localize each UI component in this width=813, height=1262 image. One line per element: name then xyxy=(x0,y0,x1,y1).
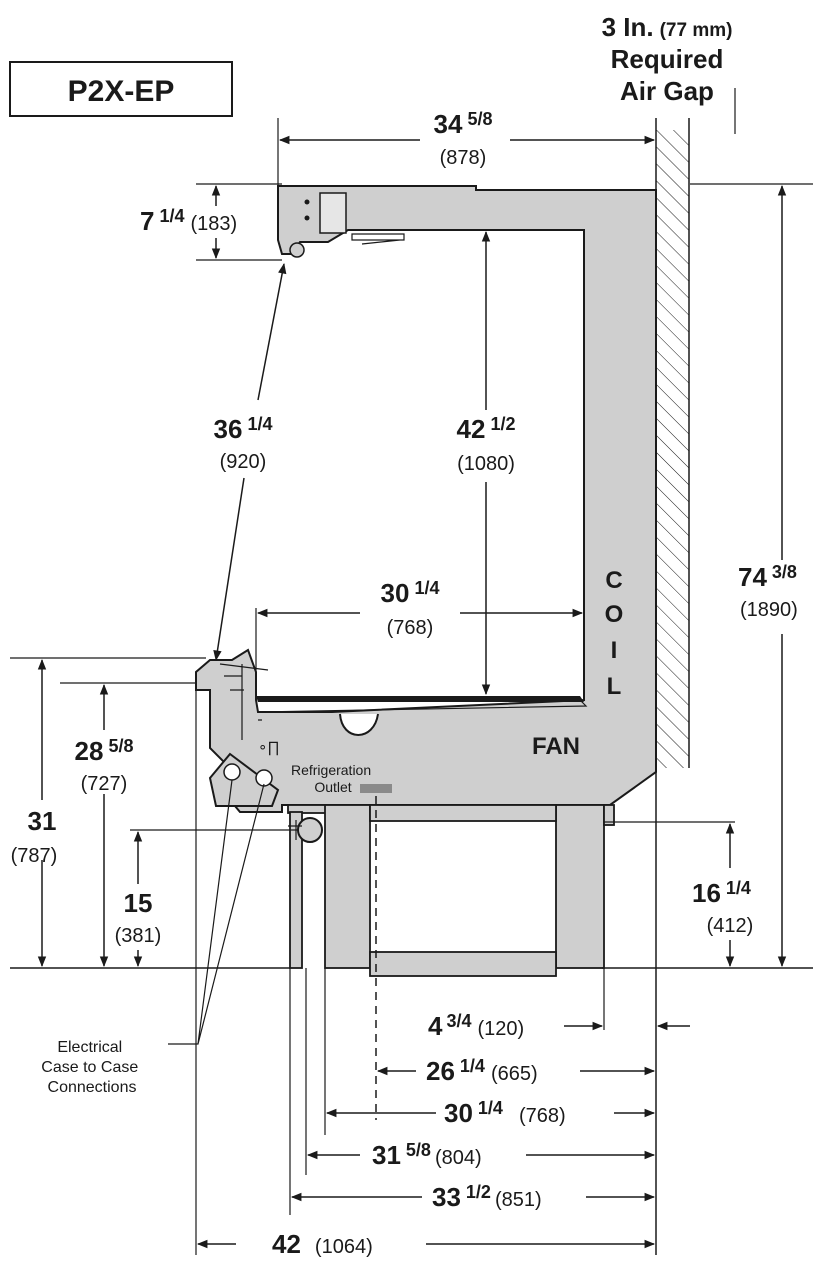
base-rail-top xyxy=(369,804,557,822)
electrical-leader xyxy=(168,779,265,1045)
dim-diagonal-upper xyxy=(257,262,287,401)
canopy-light xyxy=(319,192,347,234)
canopy-bolt-1 xyxy=(304,199,310,205)
front-leg xyxy=(324,804,371,969)
canopy-nosing xyxy=(289,242,305,258)
base-rail-bottom xyxy=(369,951,557,977)
dim-diagonal-metric: (920) xyxy=(220,451,267,473)
wall-hatch xyxy=(656,130,689,768)
fan-label: FAN xyxy=(532,733,580,760)
deck-shelf xyxy=(256,696,584,702)
canopy-bolt-2 xyxy=(304,215,310,221)
dim-base-value: 15 xyxy=(124,888,153,918)
fan-plenum-notch xyxy=(339,713,379,736)
dim-top-width-metric: (878) xyxy=(440,147,487,169)
dim-front-metric: (787) xyxy=(11,845,58,867)
dim-interior-metric: (1080) xyxy=(457,453,515,475)
electrical-label: Electrical Case to Case Connections xyxy=(41,1039,142,1096)
electrical-knockout-1 xyxy=(223,763,241,781)
dim-base-metric: (381) xyxy=(115,925,162,947)
air-gap-required: Required xyxy=(611,44,724,74)
front-sensor-glyph: ∘∏ xyxy=(258,739,280,756)
model-label: P2X-EP xyxy=(68,75,175,108)
front-kickplate xyxy=(289,811,303,969)
canopy-clip xyxy=(351,233,405,245)
coil-letter-i: I xyxy=(611,637,618,664)
coil-letter-l: L xyxy=(607,673,622,700)
dim-b6-value: 42(1064) xyxy=(272,1229,373,1259)
air-gap-value-line: 3 In.(77 mm) xyxy=(602,12,733,42)
case-body xyxy=(195,185,657,813)
refrigeration-outlet-marker xyxy=(360,784,392,793)
coil-letter-c: C xyxy=(605,567,622,594)
electrical-knockout-2 xyxy=(255,769,273,787)
dim-overall-metric: (1890) xyxy=(740,599,798,621)
model-box xyxy=(9,61,233,117)
base-rear-block xyxy=(603,804,615,826)
dim-diagonal-lower xyxy=(213,477,245,662)
air-gap-label: Air Gap xyxy=(620,76,714,106)
coil-letter-o: O xyxy=(605,601,624,628)
dim-shelf-metric: (768) xyxy=(387,617,434,639)
dim-deck-metric: (727) xyxy=(81,773,128,795)
dim-rear-base-metric: (412) xyxy=(707,915,754,937)
refrigeration-pipe xyxy=(297,817,323,843)
dim-front-value: 31 xyxy=(28,806,57,836)
rear-leg xyxy=(555,804,605,969)
front-nosing xyxy=(219,663,269,740)
deck-plate xyxy=(258,699,588,713)
refrigeration-outlet-label: Refrigeration Outlet xyxy=(291,762,375,795)
